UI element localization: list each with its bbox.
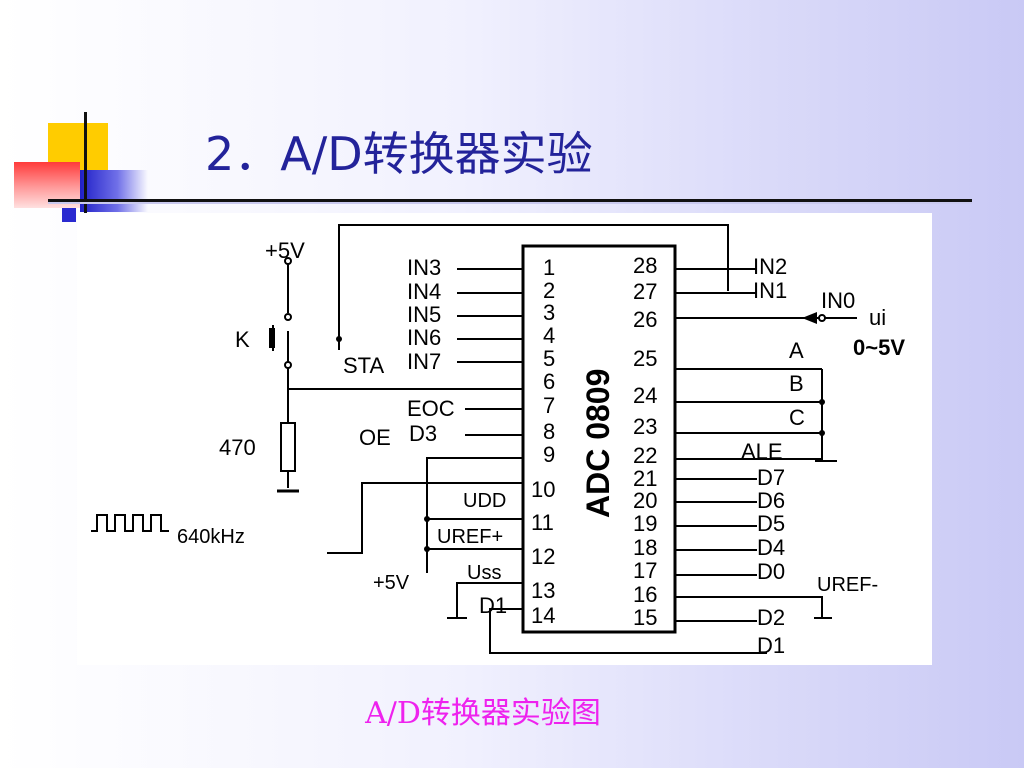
d2-label: D2 [757, 605, 785, 630]
range-label: 0~5V [853, 335, 905, 360]
d4-label: D4 [757, 535, 785, 560]
in0-label: IN0 [821, 288, 855, 313]
resistor-label: 470 [219, 435, 256, 460]
address-b-label: B [789, 371, 804, 396]
vertical-line-decoration [84, 112, 87, 216]
right-pin-27: 27 [633, 279, 657, 304]
left-pin-9: 9 [543, 442, 555, 467]
small-blue-square-decoration [62, 208, 76, 222]
in7-label: IN7 [407, 349, 441, 374]
left-pin-8: 8 [543, 419, 555, 444]
uref-plus-label: UREF+ [437, 526, 503, 548]
left-pin-4: 4 [543, 323, 555, 348]
left-pin-6: 6 [543, 369, 555, 394]
in4-label: IN4 [407, 279, 441, 304]
title-underline-shadow [48, 202, 972, 204]
slide-title: 2．A/D转换器实验 [205, 127, 593, 181]
uss-label: Uss [467, 562, 501, 584]
oe-label: OE [359, 425, 391, 450]
right-pin-21: 21 [633, 466, 657, 491]
d3-label: D3 [409, 421, 437, 446]
udd-label: UDD [463, 490, 506, 512]
right-pin-23: 23 [633, 414, 657, 439]
d1-left-label: D1 [479, 593, 507, 618]
clock-frequency-label: 640kHz [177, 526, 245, 548]
right-pin-22: 22 [633, 443, 657, 468]
right-pin-24: 24 [633, 383, 657, 408]
right-pin-17: 17 [633, 558, 657, 583]
d0-label: D0 [757, 559, 785, 584]
ale-label: ALE [741, 439, 783, 464]
left-pin-11: 11 [531, 510, 554, 535]
uref-minus-label: UREF- [817, 574, 878, 596]
d7-label: D7 [757, 465, 785, 490]
d6-label: D6 [757, 488, 785, 513]
address-a-label: A [789, 338, 804, 363]
chip-body [521, 244, 677, 634]
in1-label: IN1 [753, 278, 787, 303]
supply-top-label: +5V [265, 238, 305, 263]
eoc-label: EOC [407, 396, 455, 421]
diagram-caption: A/D转换器实验图 [365, 696, 601, 731]
in6-label: IN6 [407, 325, 441, 350]
blue-gradient-decoration [80, 170, 148, 212]
supply-bottom-label: +5V [373, 572, 410, 594]
left-pin-1: 1 [543, 255, 555, 280]
address-c-label: C [789, 405, 805, 430]
right-pin-19: 19 [633, 511, 657, 536]
circuit-diagram-panel: 1 2 3 4 5 6 7 8 9 10 11 12 13 14 28 27 2… [77, 213, 932, 665]
right-pin-18: 18 [633, 535, 657, 560]
left-pin-2: 2 [543, 278, 555, 303]
ui-label: ui [869, 305, 886, 330]
right-pin-16: 16 [633, 582, 657, 607]
sta-label: STA [343, 353, 384, 378]
adc0809-circuit-diagram: 1 2 3 4 5 6 7 8 9 10 11 12 13 14 28 27 2… [91, 224, 905, 658]
left-pin-12: 12 [531, 544, 555, 569]
d1-right-label: D1 [757, 633, 785, 658]
right-pin-15: 15 [633, 605, 657, 630]
key-label: K [235, 327, 250, 352]
in5-label: IN5 [407, 302, 441, 327]
key-button [269, 328, 275, 348]
in3-label: IN3 [407, 255, 441, 280]
title-underline [48, 199, 972, 202]
right-pin-25: 25 [633, 346, 657, 371]
d5-label: D5 [757, 511, 785, 536]
right-pin-20: 20 [633, 488, 657, 513]
left-pin-3: 3 [543, 300, 555, 325]
right-pin-26: 26 [633, 307, 657, 332]
left-pin-14: 14 [531, 603, 555, 628]
right-pin-28: 28 [633, 253, 657, 278]
left-pin-10: 10 [531, 477, 555, 502]
left-pin-7: 7 [543, 393, 555, 418]
chip-name-label: ADC 0809 [580, 369, 616, 518]
in2-label: IN2 [753, 254, 787, 279]
left-pin-13: 13 [531, 578, 555, 603]
left-pin-5: 5 [543, 346, 555, 371]
